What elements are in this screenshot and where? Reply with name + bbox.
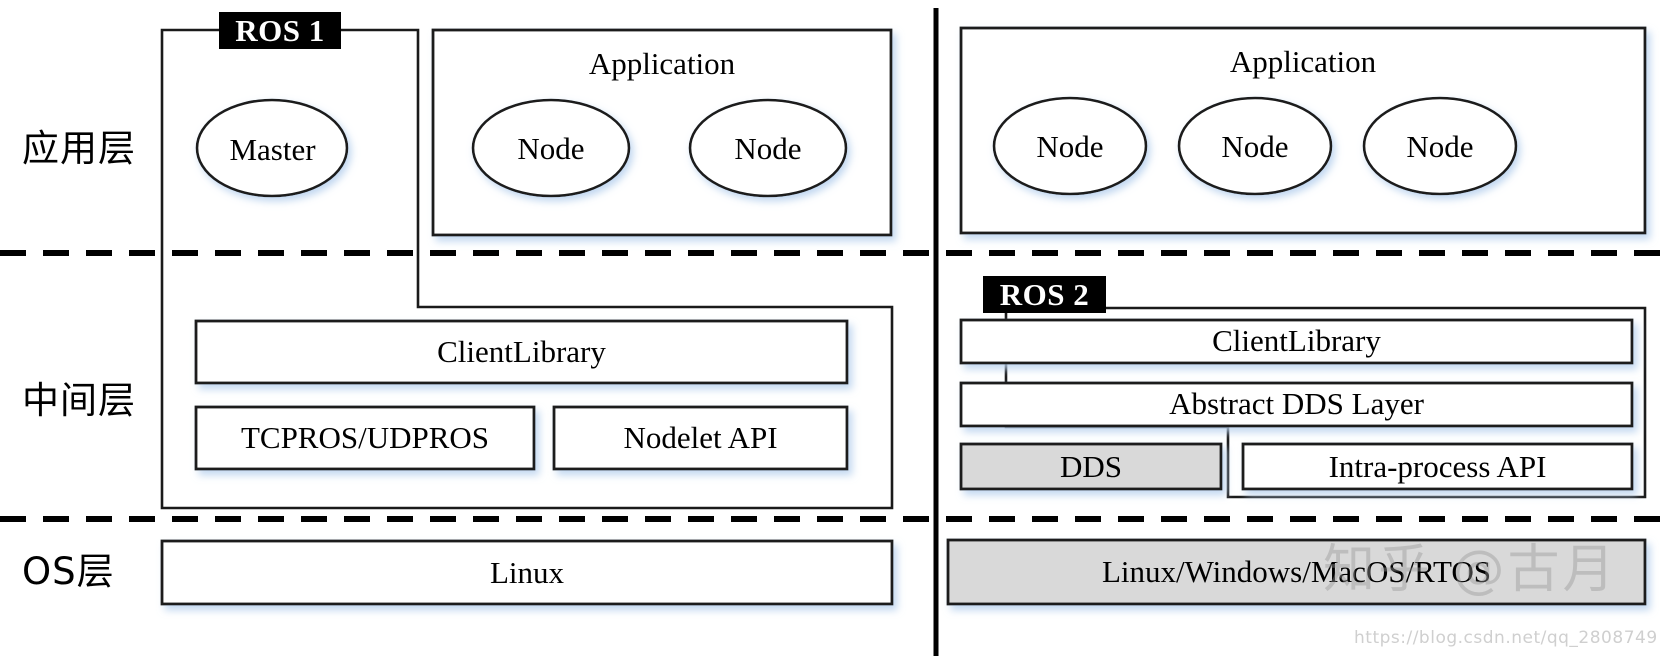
left-node-ellipse-2 xyxy=(688,98,848,198)
right-dds-box xyxy=(959,442,1223,491)
left-client-library-label: ClientLibrary xyxy=(437,334,606,369)
ros1-outline xyxy=(160,28,894,510)
right-node-label-1: Node xyxy=(1036,129,1104,164)
left-node-label-2: Node xyxy=(734,131,802,166)
ros1-badge: ROS 1 xyxy=(219,12,341,49)
right-os-box xyxy=(946,538,1647,606)
right-node-ellipse-1 xyxy=(992,96,1148,196)
right-application-title: Application xyxy=(1229,44,1377,79)
left-application-title: Application xyxy=(588,46,736,81)
right-node-label-3: Node xyxy=(1406,129,1474,164)
watermark-handle: 知乎 @古月 xyxy=(1323,540,1618,600)
right-node-ellipse-3 xyxy=(1362,96,1518,196)
right-node-ellipse-2 xyxy=(1177,96,1333,196)
left-tcpros-udpros-box xyxy=(194,405,536,471)
right-abstract-dds-layer-box xyxy=(959,381,1634,428)
left-tcpros-udpros-label: TCPROS/UDPROS xyxy=(240,420,490,455)
right-dds-label: DDS xyxy=(1059,449,1122,484)
left-os-box xyxy=(160,539,894,606)
ros2-badge: ROS 2 xyxy=(983,276,1106,313)
right-intra-process-api-label: Intra-process API xyxy=(1328,449,1547,484)
right-os-label: Linux/Windows/MacOS/RTOS xyxy=(1102,554,1491,589)
left-nodelet-api-label: Nodelet API xyxy=(623,420,778,455)
right-node-label-2: Node xyxy=(1221,129,1289,164)
left-nodelet-api-box xyxy=(552,405,849,471)
master-ellipse xyxy=(195,98,349,198)
right-intra-process-api-box xyxy=(1241,442,1634,491)
layer-label-middleware: 中间层 xyxy=(22,379,136,422)
right-client-library-box xyxy=(959,318,1634,365)
watermark-url: https://blog.csdn.net/qq_2808749 xyxy=(1354,628,1658,648)
layer-label-os: OS层 xyxy=(22,550,115,593)
layer-label-application: 应用层 xyxy=(22,127,136,170)
left-os-label: Linux xyxy=(489,555,565,590)
left-node-ellipse-1 xyxy=(471,98,631,198)
right-client-library-label: ClientLibrary xyxy=(1212,323,1381,358)
left-client-library-box xyxy=(194,319,849,385)
left-node-label-1: Node xyxy=(517,131,585,166)
right-abstract-dds-layer-label: Abstract DDS Layer xyxy=(1169,386,1424,421)
master-label: Master xyxy=(229,132,316,167)
